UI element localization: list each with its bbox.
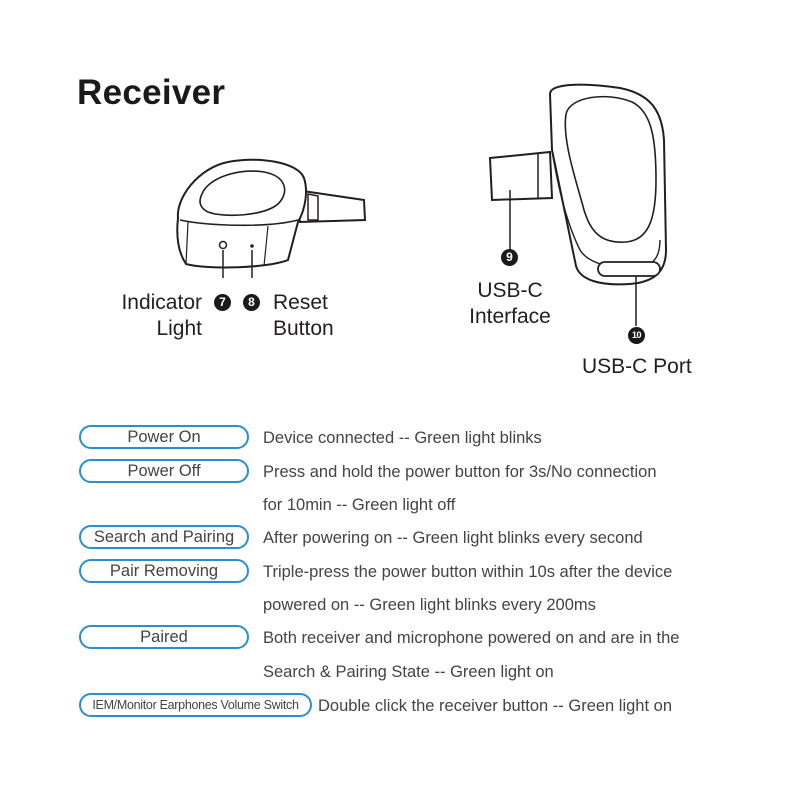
state-pill-power-on: Power On: [79, 425, 249, 449]
indicator-light-dot: [218, 240, 228, 250]
reset-button-label: Reset Button: [273, 290, 334, 342]
callout-number-8: 8: [243, 294, 260, 311]
reset-label-line2: Button: [273, 317, 334, 340]
state-pill-pair-removing: Pair Removing: [79, 559, 249, 583]
state-pill-power-off: Power Off: [79, 459, 249, 483]
state-desc-power-off-line1: Press and hold the power button for 3s/N…: [263, 463, 657, 481]
receiver-front-illustration: [176, 158, 367, 278]
state-desc-search-and-pairing: After powering on -- Green light blinks …: [263, 529, 643, 547]
state-desc-paired-line1: Both receiver and microphone powered on …: [263, 629, 680, 647]
state-desc-paired-line2: Search & Pairing State -- Green light on: [263, 663, 554, 681]
usbc-interface-label: USB-C Interface: [455, 278, 565, 330]
indicator-label-line1: Indicator: [121, 291, 202, 314]
indicator-label-line2: Light: [156, 317, 202, 340]
reset-hole-dot: [250, 244, 254, 248]
state-desc-pair-removing-line1: Triple-press the power button within 10s…: [263, 563, 673, 581]
state-desc-power-off-line2: for 10min -- Green light off: [263, 496, 456, 514]
state-desc-power-on: Device connected -- Green light blinks: [263, 429, 542, 447]
state-pill-paired: Paired: [79, 625, 249, 649]
receiver-side-illustration: [488, 83, 668, 326]
usbc-port-label: USB-C Port: [582, 355, 692, 378]
callout-number-9: 9: [501, 249, 518, 266]
state-desc-iem-volume-switch: Double click the receiver button -- Gree…: [318, 697, 673, 715]
indicator-light-label: Indicator Light: [110, 290, 202, 342]
usbc-interface-line1: USB-C: [477, 279, 543, 302]
state-pill-iem-volume-switch: IEM/Monitor Earphones Volume Switch: [79, 693, 312, 717]
state-desc-pair-removing-line2: powered on -- Green light blinks every 2…: [263, 596, 596, 614]
reset-label-line1: Reset: [273, 291, 328, 314]
callout-number-10: 10: [628, 327, 645, 344]
state-pill-search-and-pairing: Search and Pairing: [79, 525, 249, 549]
usbc-interface-line2: Interface: [469, 305, 551, 328]
callout-number-7: 7: [214, 294, 231, 311]
page-title: Receiver: [77, 73, 226, 112]
